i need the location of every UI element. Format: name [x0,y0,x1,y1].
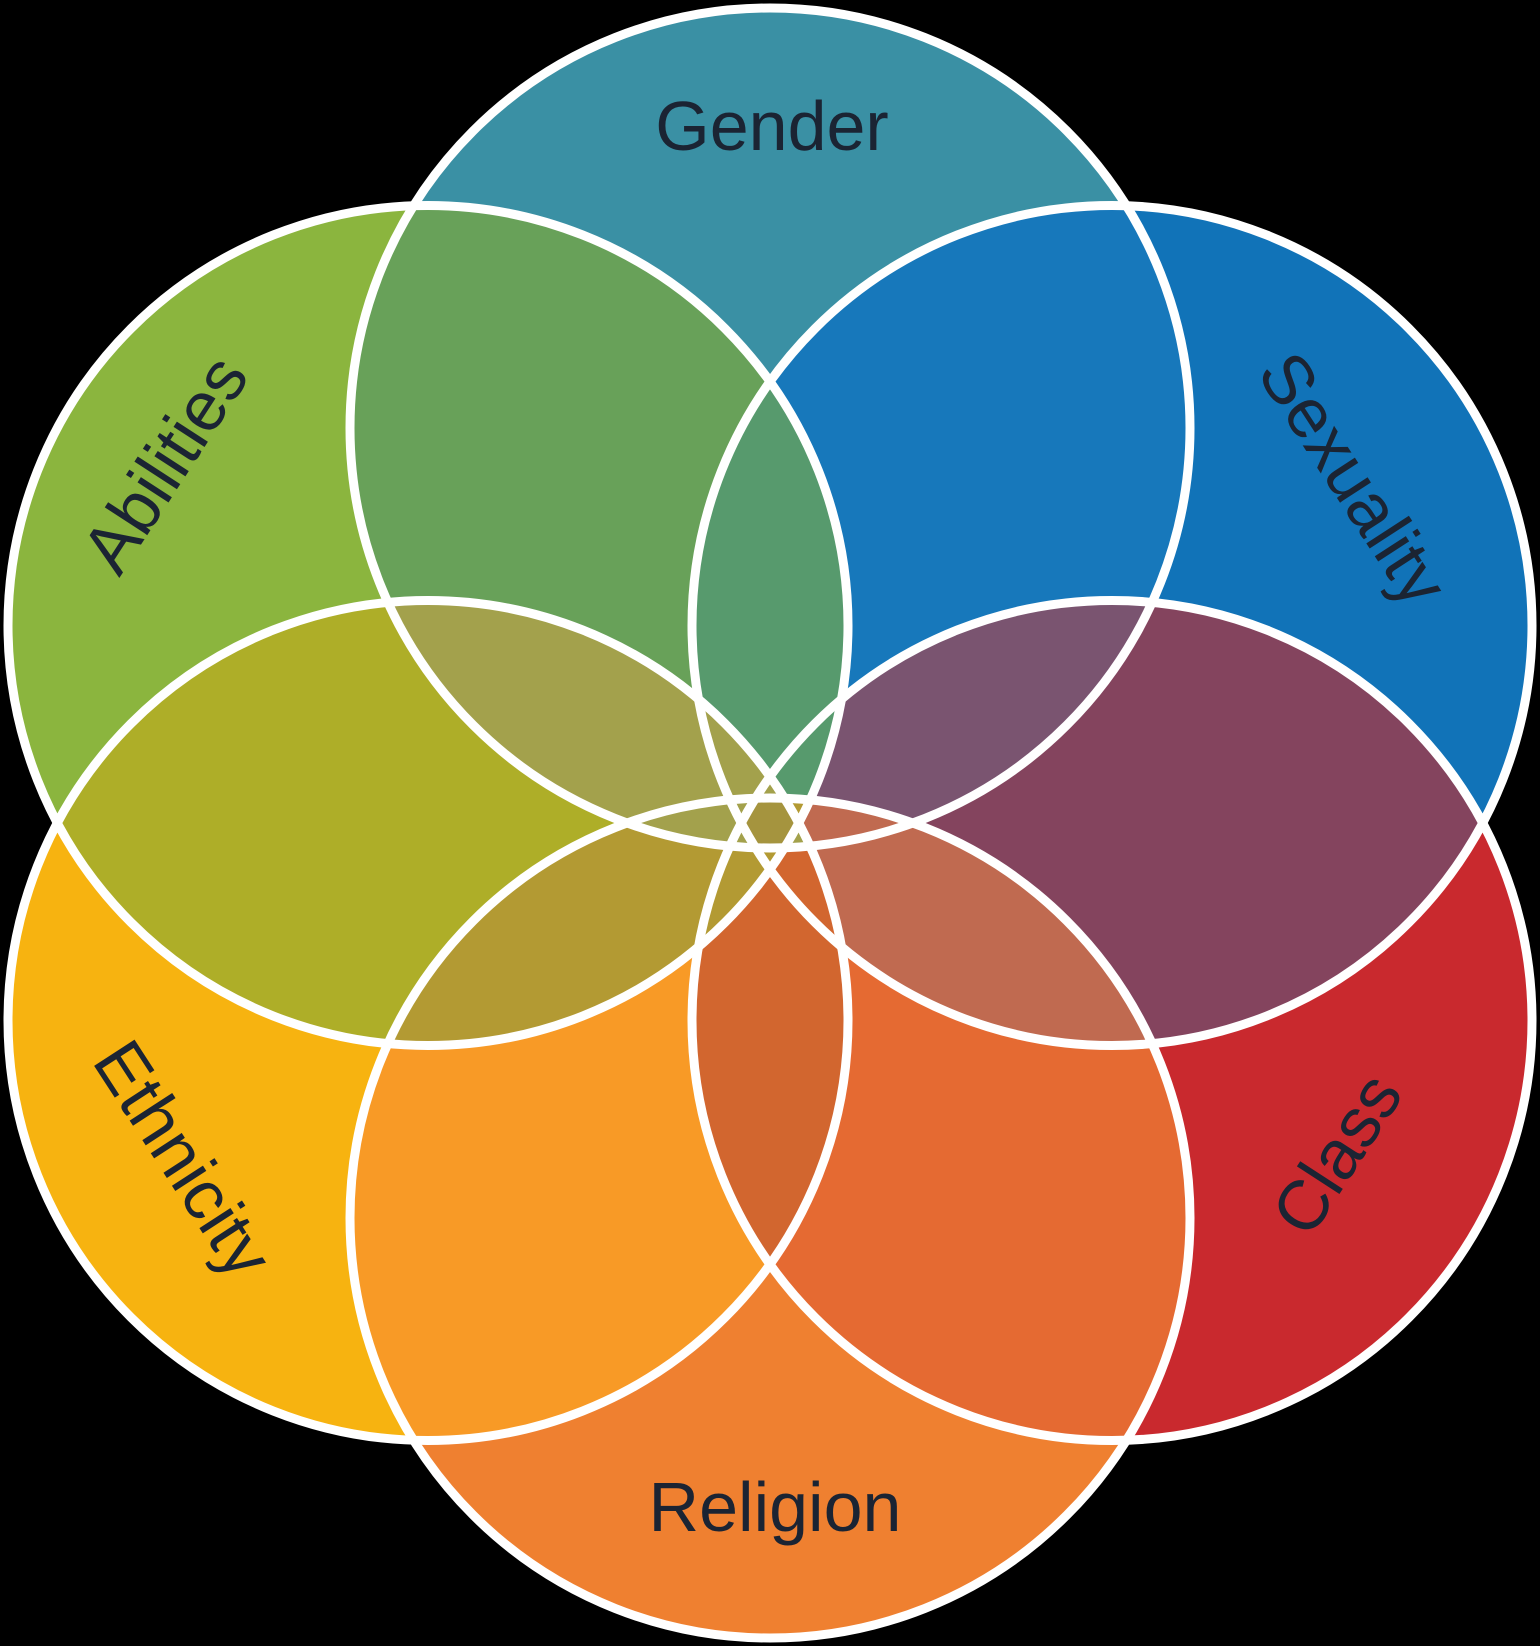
religion-outline [345,793,1195,1643]
circle-outlines [3,3,1537,1643]
gender-outline [345,3,1195,853]
class-outline [687,596,1537,1445]
overlap-ethnicity-gender [350,600,848,848]
label-religion: Religion [649,1468,902,1546]
overlap-sexuality-religion [692,798,1190,1046]
ethnicity-outline [3,596,853,1445]
overlap-gender-class [692,600,1190,848]
abilities-outline [3,201,853,1050]
center-core [741,798,799,848]
label-gender: Gender [655,87,888,165]
sexuality-outline [687,201,1537,1050]
second-overlaps [350,205,1190,1441]
overlap-religion-abilities [350,798,848,1046]
